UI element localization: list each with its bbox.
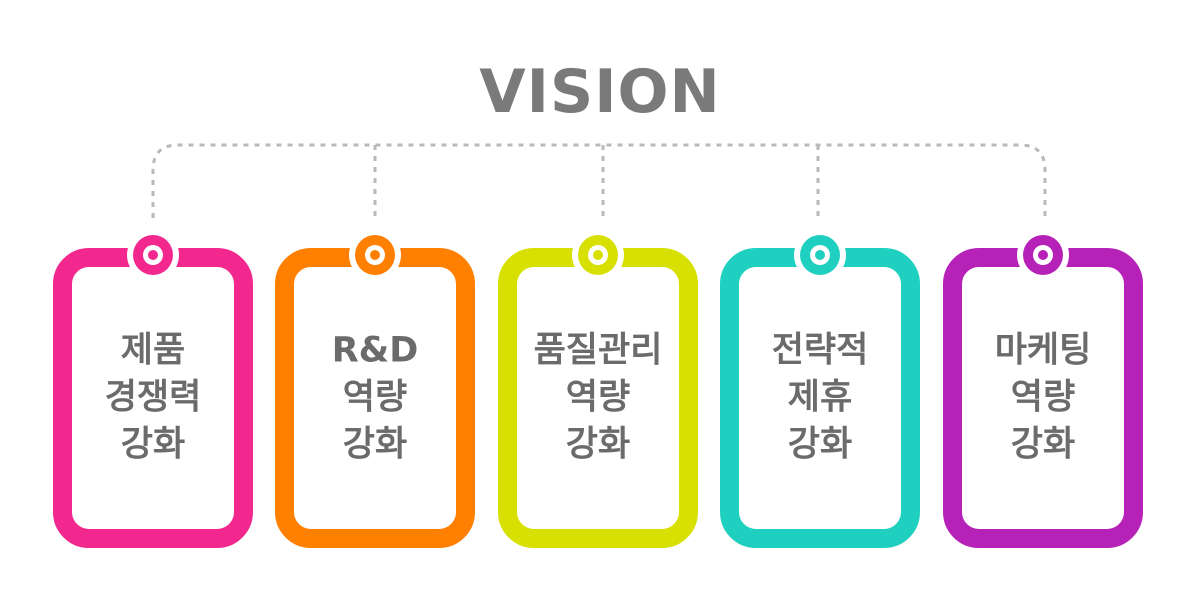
card-pin-icon bbox=[1017, 229, 1069, 281]
card-label-line: 역량 bbox=[342, 377, 408, 418]
card-pin-icon bbox=[127, 229, 179, 281]
pin-ring-icon bbox=[355, 235, 395, 275]
card-quality-management: 품질관리 역량 강화 bbox=[498, 229, 698, 548]
pin-ring-icon bbox=[1023, 235, 1063, 275]
pin-dot-icon bbox=[1038, 250, 1048, 260]
card-pin-icon bbox=[794, 229, 846, 281]
card-marketing-capability: 마케팅 역량 강화 bbox=[943, 229, 1143, 548]
card-label: R&D 역량 강화 bbox=[294, 328, 456, 469]
card-label: 품질관리 역량 강화 bbox=[517, 328, 679, 469]
card-label-line: 제품 bbox=[120, 330, 186, 371]
card-label-line: 경쟁력 bbox=[104, 377, 202, 418]
card-label-line: R&D bbox=[331, 330, 419, 371]
card-label-line: 강화 bbox=[565, 424, 631, 465]
card-label: 마케팅 역량 강화 bbox=[962, 328, 1124, 469]
card-strategic-alliance: 전략적 제휴 강화 bbox=[720, 229, 920, 548]
pin-dot-icon bbox=[593, 250, 603, 260]
card-rnd-capability: R&D 역량 강화 bbox=[275, 229, 475, 548]
pin-dot-icon bbox=[370, 250, 380, 260]
pin-dot-icon bbox=[815, 250, 825, 260]
card-label-line: 강화 bbox=[787, 424, 853, 465]
pin-ring-icon bbox=[578, 235, 618, 275]
card-label-line: 역량 bbox=[565, 377, 631, 418]
card-label: 제품 경쟁력 강화 bbox=[72, 328, 234, 469]
card-label-line: 강화 bbox=[1010, 424, 1076, 465]
card-label-line: 제휴 bbox=[787, 377, 853, 418]
card-pin-icon bbox=[572, 229, 624, 281]
card-label-line: 전략적 bbox=[771, 330, 869, 371]
pin-ring-icon bbox=[800, 235, 840, 275]
card-label-line: 강화 bbox=[120, 424, 186, 465]
card-label-line: 강화 bbox=[342, 424, 408, 465]
pin-ring-icon bbox=[133, 235, 173, 275]
card-label: 전략적 제휴 강화 bbox=[739, 328, 901, 469]
card-pin-icon bbox=[349, 229, 401, 281]
connector-top-bracket bbox=[151, 143, 1047, 218]
card-label-line: 마케팅 bbox=[994, 330, 1092, 371]
card-label-line: 역량 bbox=[1010, 377, 1076, 418]
card-product-competitiveness: 제품 경쟁력 강화 bbox=[53, 229, 253, 548]
pin-dot-icon bbox=[148, 250, 158, 260]
card-label-line: 품질관리 bbox=[533, 330, 663, 371]
vision-title: VISION bbox=[479, 57, 721, 127]
